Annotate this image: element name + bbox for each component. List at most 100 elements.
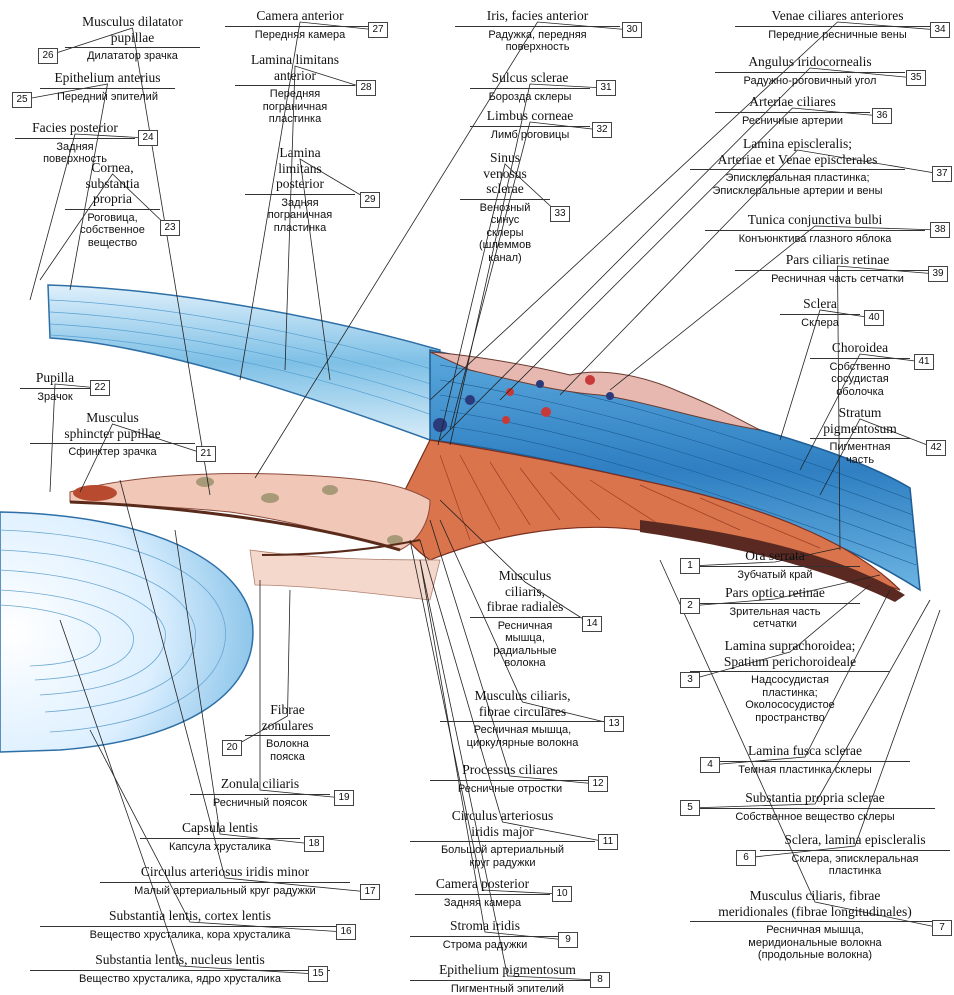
label-number: 23 [160,220,180,236]
label-number: 37 [932,166,952,182]
label-number: 32 [592,122,612,138]
latin-term: Musculus dilatator pupillae [65,14,200,48]
latin-term: Stroma iridis [410,918,560,937]
label-4: Lamina fusca scleraeТемная пластинка скл… [700,743,910,776]
sphincter-pupillae [73,485,117,501]
label-34: Venae ciliares anterioresПередние реснич… [735,8,940,41]
russian-term: Зрительная часть сетчатки [690,606,860,631]
label-number: 15 [308,966,328,982]
russian-term: Задняя камера [415,897,550,910]
russian-term: Ресничные артерии [715,115,870,128]
latin-term: Substantia lentis, cortex lentis [40,908,340,927]
latin-term: Circulus arteriosus iridis minor [100,864,350,883]
label-23: Cornea, substantia propriaРоговица, собс… [65,160,160,249]
russian-term: Собственное вещество склеры [695,811,935,824]
latin-term: Arteriae ciliares [715,94,870,113]
latin-term: Angulus iridocornealis [715,54,905,73]
latin-term: Musculus sphincter pupillae [30,410,195,444]
label-13: Musculus ciliaris, fibrae circularesРесн… [440,688,605,749]
latin-term: Iris, facies anterior [455,8,620,27]
label-number: 22 [90,380,110,396]
russian-term: Собственно сосудистая оболочка [810,361,910,399]
latin-term: Pars optica retinae [690,585,860,604]
russian-term: Венозный синус склеры (шлеммов канал) [460,202,550,265]
label-number: 30 [622,22,642,38]
latin-term: Musculus ciliaris, fibrae circulares [440,688,605,722]
latin-term: Lamina limitans anterior [235,52,355,86]
label-number: 4 [700,757,720,773]
russian-term: Конъюнктива глазного яблока [705,233,925,246]
latin-term: Musculus ciliaris, fibrae meridionales (… [690,888,940,922]
label-number: 2 [680,598,700,614]
label-9: Stroma iridisСтрома радужки [410,918,560,951]
russian-term: Темная пластинка склеры [700,764,910,777]
label-number: 39 [928,266,948,282]
label-20: Fibrae zonularesВолокна пояска [245,702,330,763]
leader-line-19 [260,580,343,798]
label-number: 13 [604,716,624,732]
latin-term: Venae ciliares anteriores [735,8,940,27]
label-27: Camera anteriorПередняя камера [225,8,375,41]
russian-term: Радужка, передняя поверхность [455,29,620,54]
latin-term: Sinus venosus sclerae [460,150,550,200]
russian-term: Склера, эписклеральная пластинка [760,853,950,878]
label-number: 38 [930,222,950,238]
label-5: Substantia propria scleraeСобственное ве… [695,790,935,823]
label-number: 11 [598,834,618,850]
label-number: 35 [906,70,926,86]
latin-term: Sclera, lamina episcleralis [760,832,950,851]
label-number: 18 [304,836,324,852]
label-6: Sclera, lamina episcleralisСклера, эписк… [760,832,950,878]
russian-term: Эписклеральная пластинка; Эписклеральные… [690,172,905,197]
russian-term: Передний эпителий [40,91,175,104]
label-21: Musculus sphincter pupillaeСфинктер зрач… [30,410,195,459]
russian-term: Борозда склеры [470,91,590,104]
russian-term: Склера [780,317,860,330]
latin-term: Substantia lentis, nucleus lentis [30,952,330,971]
latin-term: Circulus arteriosus iridis major [410,808,595,842]
latin-term: Tunica conjunctiva bulbi [705,212,925,231]
russian-term: Зрачок [20,391,90,404]
label-number: 27 [368,22,388,38]
label-number: 29 [360,192,380,208]
russian-term: Ресничный поясок [190,797,330,810]
latin-term: Choroidea [810,340,910,359]
zonule [250,550,440,600]
russian-term: Вещество хрусталика, ядро хрусталика [30,973,330,986]
russian-term: Капсула хрусталика [140,841,300,854]
russian-term: Вещество хрусталика, кора хрусталика [40,929,340,942]
label-number: 17 [360,884,380,900]
russian-term: Большой артериальный круг радужки [410,844,595,869]
latin-term: Epithelium pigmentosum [410,962,605,981]
label-32: Limbus corneaeЛимб роговицы [470,108,590,141]
label-12: Processus ciliaresРесничные отростки [430,762,590,795]
latin-term: Cornea, substantia propria [65,160,160,210]
latin-term: Camera posterior [415,876,550,895]
latin-term: Lamina fusca sclerae [700,743,910,762]
latin-term: Fibrae zonulares [245,702,330,736]
russian-term: Радужно-роговичный угол [715,75,905,88]
label-number: 12 [588,776,608,792]
latin-term: Pars ciliaris retinae [735,252,940,271]
label-number: 20 [222,740,242,756]
label-number: 36 [872,108,892,124]
label-number: 8 [590,972,610,988]
label-number: 9 [558,932,578,948]
latin-term: Sclera [780,296,860,315]
label-33: Sinus venosus scleraeВенозный синус скле… [460,150,550,265]
russian-term: Роговица, собственное вещество [65,212,160,250]
latin-term: Lamina limitans posterior [245,145,355,195]
latin-term: Capsula lentis [140,820,300,839]
